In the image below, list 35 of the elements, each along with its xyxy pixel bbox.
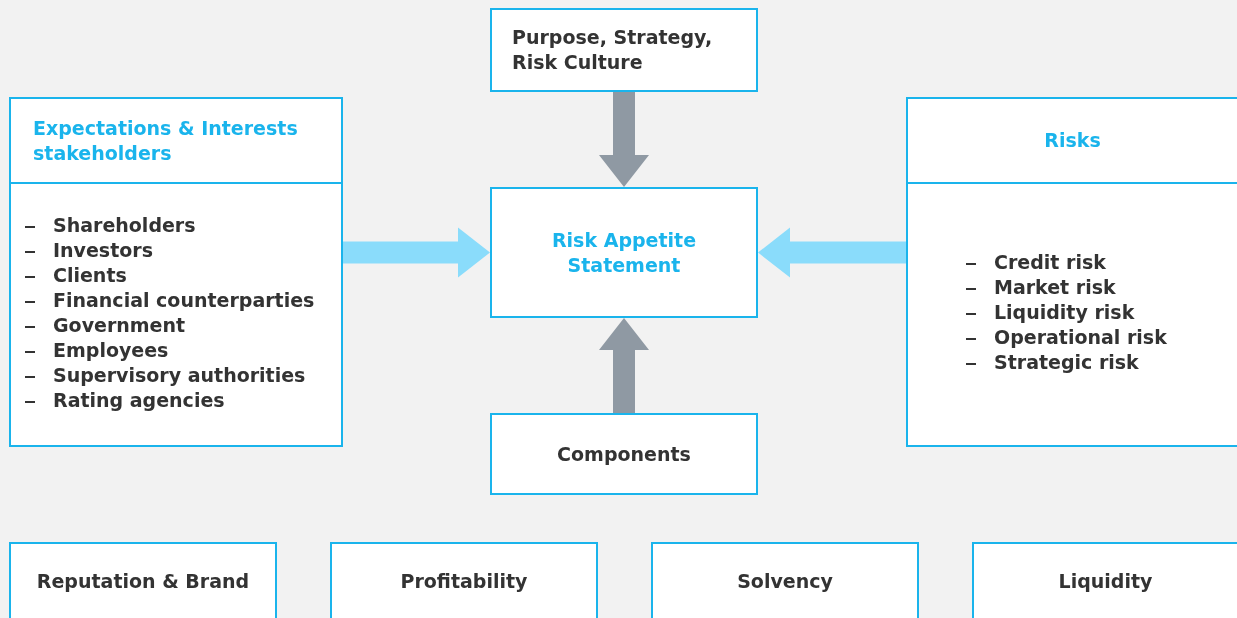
text-box: [490, 8, 758, 92]
list-item: Financial counterparties: [53, 287, 315, 313]
list-item: Operational risk: [994, 325, 1167, 350]
list-item: Supervisory authorities: [53, 362, 306, 388]
box-label: Purpose, Strategy, Risk Culture: [512, 25, 714, 75]
list-item: Investors: [53, 237, 153, 263]
list-box: [9, 97, 343, 447]
category-label: Reputation & Brand: [36, 569, 250, 594]
block-arrow: [758, 227, 906, 278]
text-box: [9, 542, 277, 618]
heading: Risks: [1044, 128, 1101, 153]
list-item: Clients: [53, 262, 127, 288]
list-item: Liquidity risk: [994, 300, 1135, 325]
box-label: Risk Appetite Statement: [550, 227, 698, 278]
block-arrow: [343, 227, 490, 278]
block-arrow: [599, 92, 649, 187]
list-box: [906, 97, 1237, 447]
list-item: Shareholders: [53, 212, 196, 238]
category-label: Profitability: [400, 569, 528, 594]
list-item: Credit risk: [994, 250, 1106, 275]
box-label: Components: [557, 441, 691, 467]
category-label: Liquidity: [1058, 569, 1153, 594]
list-item: Government: [53, 312, 186, 338]
list-item: Market risk: [994, 275, 1116, 300]
block-arrow: [599, 318, 649, 413]
text-box: [972, 542, 1237, 618]
text-box: [651, 542, 919, 618]
category-label: Solvency: [737, 569, 833, 594]
list-item: Rating agencies: [53, 387, 225, 413]
list-item: Employees: [53, 337, 169, 363]
list-item: Strategic risk: [994, 350, 1139, 375]
heading: Expectations & Interests stakeholders: [33, 115, 299, 166]
text-box: [490, 187, 758, 318]
text-box: [330, 542, 598, 618]
text-box: [490, 413, 758, 495]
